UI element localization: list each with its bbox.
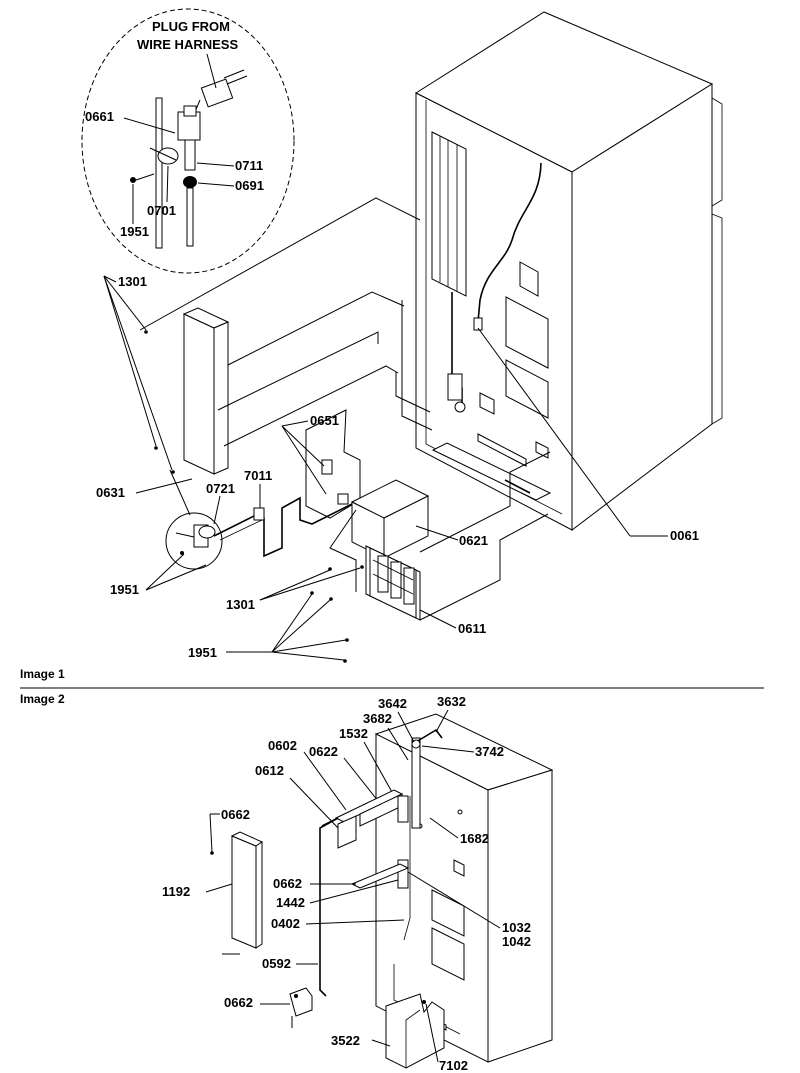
label-7011: 7011 — [244, 468, 272, 483]
label-1532: 1532 — [339, 726, 368, 741]
caption-image-1: Image 1 — [20, 667, 65, 681]
label-1301-left: 1301 — [118, 274, 147, 289]
label-3632: 3632 — [437, 694, 466, 709]
label-0662-mid: 0662 — [273, 876, 302, 891]
label-0691: 0691 — [235, 178, 264, 193]
label-0662-top: 0662 — [221, 807, 250, 822]
label-3642: 3642 — [378, 696, 407, 711]
callout-text-line2: WIRE HARNESS — [137, 37, 238, 52]
callout-text-line1: PLUG FROM — [152, 19, 230, 34]
label-0701: 0701 — [147, 203, 176, 218]
label-3682: 3682 — [363, 711, 392, 726]
label-1951-bot: 1951 — [188, 645, 217, 660]
label-0721: 0721 — [206, 481, 235, 496]
label-1042: 1042 — [502, 934, 531, 949]
label-1192: 1192 — [162, 884, 190, 899]
label-0612: 0612 — [255, 763, 284, 778]
label-1032: 1032 — [502, 920, 531, 935]
side-trim-1192 — [230, 831, 264, 949]
label-0631: 0631 — [96, 485, 125, 500]
label-0651: 0651 — [310, 413, 339, 428]
upper-bracket-assembly — [334, 789, 409, 889]
label-1951-top: 1951 — [120, 224, 149, 239]
image2-diagram: Image 2 3642 3632 3682 1532 3742 0602 — [20, 692, 554, 1073]
bracket-0651 — [305, 409, 361, 519]
label-1682: 1682 — [460, 831, 489, 846]
label-0711: 0711 — [235, 158, 263, 173]
side-panel — [182, 307, 230, 475]
label-1301-mid: 1301 — [226, 597, 255, 612]
label-0061: 0061 — [670, 528, 699, 543]
label-0592: 0592 — [262, 956, 291, 971]
base-cover-3522 — [385, 993, 445, 1069]
label-1951-mid: 1951 — [110, 582, 139, 597]
caption-image-2: Image 2 — [20, 692, 65, 706]
label-0621: 0621 — [459, 533, 488, 548]
label-0622: 0622 — [309, 744, 338, 759]
plug-valve-detail — [130, 69, 248, 249]
refrigerator-cabinet — [414, 11, 723, 532]
label-0402: 0402 — [271, 916, 300, 931]
label-0662-bot: 0662 — [224, 995, 253, 1010]
label-0661: 0661 — [85, 109, 114, 124]
condenser-coil-0611 — [365, 545, 421, 621]
valve-detail-circle — [165, 512, 223, 570]
label-3742: 3742 — [475, 744, 504, 759]
detail-callout-ellipse — [81, 8, 295, 274]
label-1442: 1442 — [276, 895, 305, 910]
label-3522: 3522 — [331, 1033, 360, 1048]
image1-diagram: PLUG FROM WIRE HARNESS 0661 0711 0691 07… — [20, 8, 723, 681]
control-box-0621 — [350, 479, 430, 559]
label-7102: 7102 — [439, 1058, 468, 1073]
label-0602: 0602 — [268, 738, 297, 753]
label-0611: 0611 — [458, 621, 486, 636]
